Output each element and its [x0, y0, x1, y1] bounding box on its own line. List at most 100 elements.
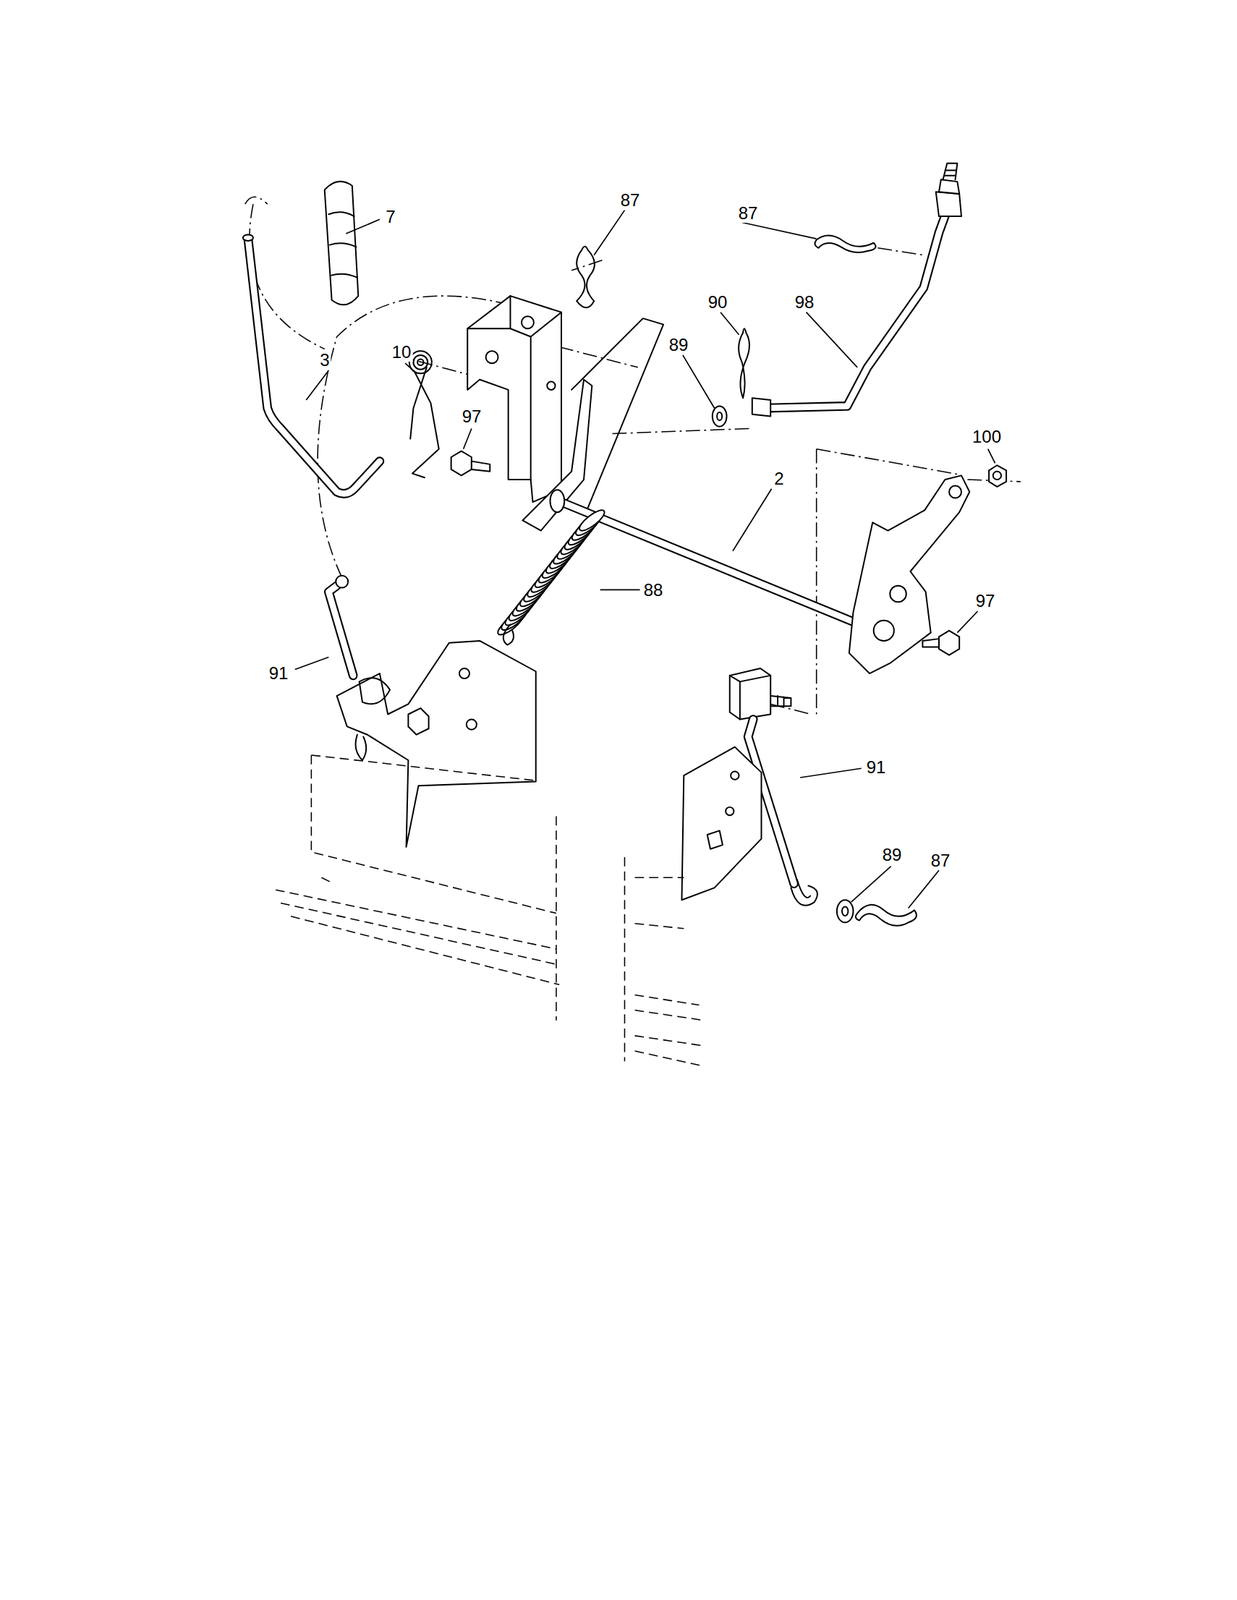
- part-outline: [275, 755, 560, 1021]
- part-outline: [556, 499, 880, 633]
- part-outline: [938, 179, 960, 194]
- part-outline: [922, 638, 939, 647]
- callout-number: 97: [460, 407, 484, 427]
- part-outline: [873, 620, 895, 641]
- part-outline: [814, 235, 876, 253]
- part-outline: [938, 630, 960, 656]
- part-outline: [355, 734, 367, 761]
- part-outline: [576, 507, 607, 534]
- part-outline: [337, 640, 537, 848]
- part-outline: [816, 449, 960, 475]
- part-outline: [546, 381, 555, 390]
- part-outline: [815, 449, 818, 715]
- callout-number: 7: [384, 207, 397, 227]
- part-outline: [503, 624, 514, 645]
- callout-number: 90: [706, 292, 730, 312]
- part-outline: [486, 350, 499, 364]
- part-outline: [738, 328, 750, 398]
- part-outline: [681, 747, 762, 901]
- part-outline: [993, 471, 1002, 480]
- part-outline: [936, 191, 962, 217]
- part-outline: [729, 668, 771, 720]
- part-outline: [328, 211, 358, 278]
- part-outline: [410, 367, 440, 478]
- callout-number: 98: [793, 292, 816, 312]
- part-outline: [790, 879, 818, 906]
- part-outline: [729, 675, 771, 720]
- part-outline: [752, 397, 771, 416]
- callout-number: 89: [667, 335, 691, 355]
- part-outline: [459, 668, 470, 679]
- leader-line: [463, 428, 472, 450]
- leader-line: [405, 363, 417, 374]
- callout-number: 89: [881, 845, 904, 865]
- part-outline: [730, 771, 739, 780]
- part-outline: [842, 906, 848, 916]
- part-outline: [877, 248, 924, 256]
- leader-line: [800, 768, 862, 778]
- callout-number: 3: [318, 350, 331, 370]
- part-outline: [467, 295, 562, 503]
- part-outline: [451, 451, 472, 476]
- part-outline: [571, 318, 664, 510]
- callout-number: 97: [974, 591, 997, 611]
- leader-line: [600, 589, 641, 592]
- part-outline: [559, 347, 639, 368]
- part-outline: [612, 428, 751, 435]
- part-outline: [716, 412, 722, 421]
- part-outline: [359, 677, 390, 704]
- part-outline: [624, 857, 704, 1067]
- leader-line: [593, 210, 625, 256]
- part-outline: [466, 719, 477, 730]
- part-outline: [335, 575, 348, 589]
- leader-line: [806, 312, 858, 368]
- callout-number: 91: [865, 758, 888, 777]
- callout-number: 88: [642, 580, 665, 600]
- part-outline: [248, 238, 380, 494]
- part-outline: [471, 461, 490, 472]
- callout-number: 100: [970, 427, 1003, 447]
- callout-number: 87: [619, 190, 642, 210]
- part-outline: [407, 708, 429, 735]
- part-outline: [712, 405, 728, 427]
- part-outline: [949, 486, 962, 499]
- part-outline: [889, 585, 907, 603]
- part-outline: [707, 830, 723, 849]
- part-outline: [248, 238, 380, 494]
- part-outline: [770, 695, 791, 707]
- part-outline: [494, 507, 607, 646]
- part-outline: [576, 246, 595, 309]
- callout-number: 87: [929, 851, 952, 871]
- part-outline: [760, 210, 947, 409]
- leader-line: [295, 657, 330, 670]
- part-outline: [760, 210, 947, 409]
- part-outline: [855, 904, 917, 926]
- leader-line: [732, 489, 772, 552]
- part-outline: [725, 807, 734, 816]
- part-outline: [849, 475, 970, 674]
- part-outline: [417, 359, 424, 366]
- part-outline: [324, 181, 359, 305]
- leader-line: [742, 222, 817, 240]
- callout-number: 2: [772, 469, 785, 489]
- part-outline: [988, 465, 1007, 487]
- callout-number: 91: [267, 664, 291, 683]
- leader-line: [720, 312, 739, 335]
- part-outline: [328, 585, 354, 676]
- part-outline: [549, 489, 565, 513]
- leader-line: [305, 370, 329, 401]
- part-outline: [521, 316, 534, 329]
- part-outline: [245, 196, 268, 204]
- leader-line: [957, 611, 978, 633]
- callout-number: 87: [737, 203, 760, 223]
- part-outline: [836, 899, 854, 923]
- callout-number: 10: [390, 342, 414, 362]
- leader-line: [851, 866, 892, 903]
- part-outline: [328, 585, 354, 676]
- part-outline: [413, 355, 428, 370]
- leader-line: [908, 870, 939, 908]
- leader-line: [682, 355, 715, 408]
- part-outline: [556, 499, 880, 633]
- part-outline: [243, 234, 254, 241]
